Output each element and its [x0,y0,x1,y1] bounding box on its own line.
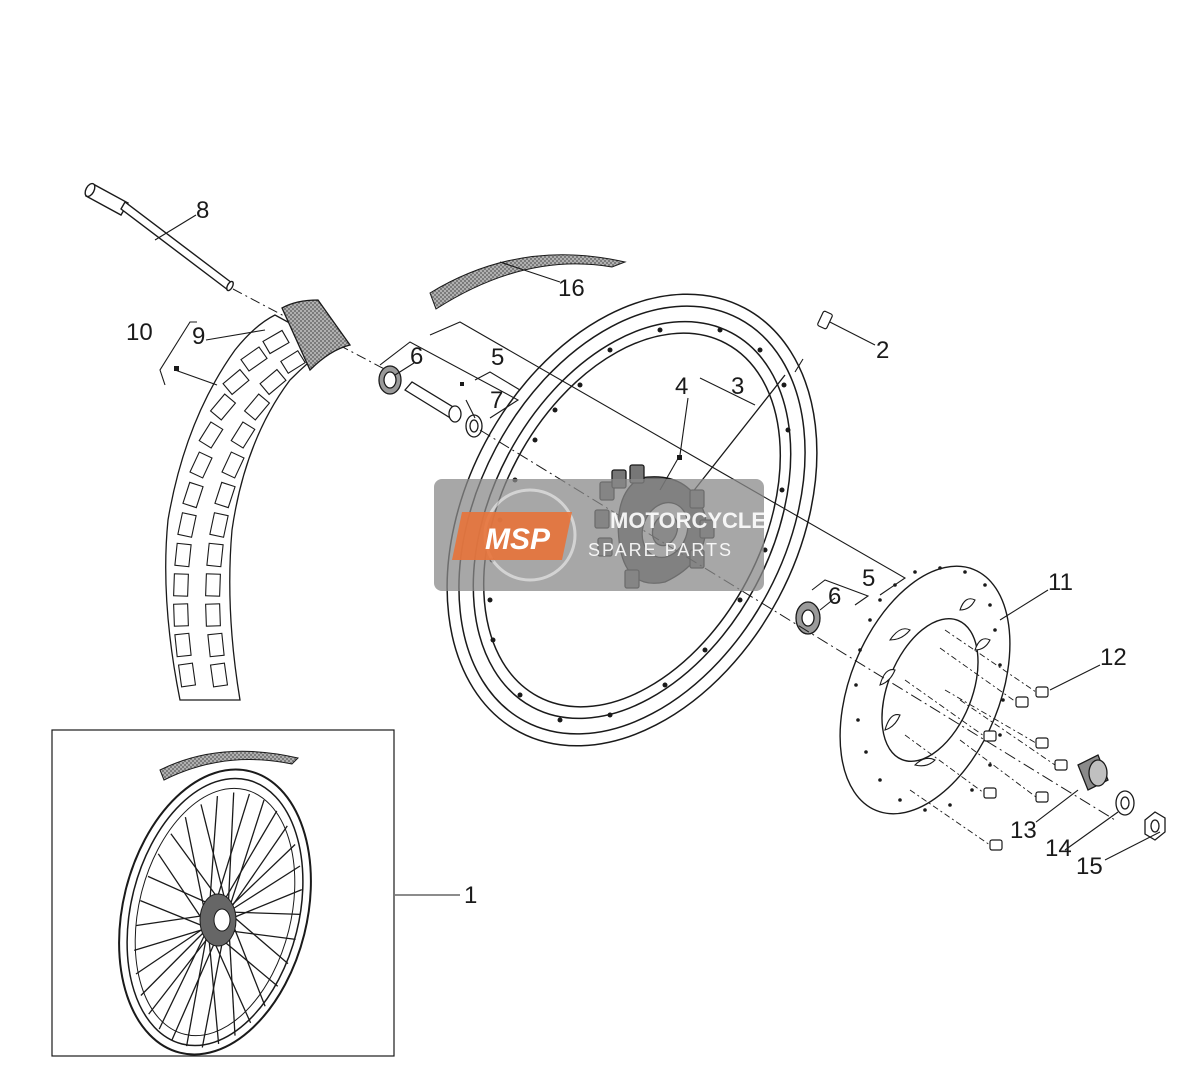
washer-part [1115,790,1135,816]
callout-16: 16 [558,275,585,302]
tube-band [281,299,352,372]
callout-1: 1 [464,882,477,909]
rim-tape-part [429,254,627,310]
axle-part [84,182,234,292]
callout-labels: 1 2 3 4 5 5 6 6 7 8 9 10 11 12 13 14 15 … [126,197,1127,909]
brake-disc-part [839,565,1011,815]
inset-spoke [140,899,209,929]
callout-7: 7 [490,387,503,414]
inset-spoke [227,911,301,916]
valve-part [817,310,833,330]
inset-spoke [227,825,288,913]
callout-6-upper: 6 [410,343,423,370]
callout-11: 11 [1048,569,1073,596]
callout-6-lower: 6 [828,583,841,610]
watermark-line1: MOTORCYCLE [610,508,766,533]
inset-spoke [200,804,229,913]
inset-spoke [140,927,209,996]
seal-part [465,414,483,438]
bracket-groups [379,321,907,606]
inset-spoke [157,853,209,929]
callout-5-lower: 5 [862,565,875,592]
watermark: MSP MOTORCYCLE SPARE PARTS [434,479,766,591]
inset-spoke [158,927,209,1030]
inset-spoke [185,927,209,1047]
callout-13: 13 [1010,817,1037,844]
callout-14: 14 [1045,835,1072,862]
callout-3: 3 [731,373,744,400]
spoke [687,374,786,499]
inset-spoke [207,927,220,1044]
tire-part [165,299,352,701]
callout-4: 4 [675,373,688,400]
callout-8: 8 [196,197,209,224]
nut-part [1144,811,1166,841]
inset-spoke [227,865,301,913]
watermark-logo-text: MSP [485,523,551,556]
assembled-wheel [118,750,312,1056]
spacer-part [404,381,462,423]
callout-15: 15 [1076,853,1103,880]
main-centerline [479,429,1116,821]
inset-spoke [227,799,265,913]
callout-2: 2 [876,337,889,364]
bearing-right [795,601,821,635]
markers [174,366,682,460]
bolts-part [983,686,1068,851]
bearing-left [378,365,402,395]
inset-spoke [227,911,289,965]
watermark-line2: SPARE PARTS [588,540,733,560]
watermark-logo-badge [452,512,572,560]
callout-12: 12 [1100,644,1127,671]
callout-10: 10 [126,319,153,346]
axle-spacer-part [1077,754,1109,791]
callout-5-upper: 5 [491,344,504,371]
callout-9: 9 [192,323,205,350]
bolt-centerlines [904,629,1056,846]
inset-spoke [134,927,209,952]
